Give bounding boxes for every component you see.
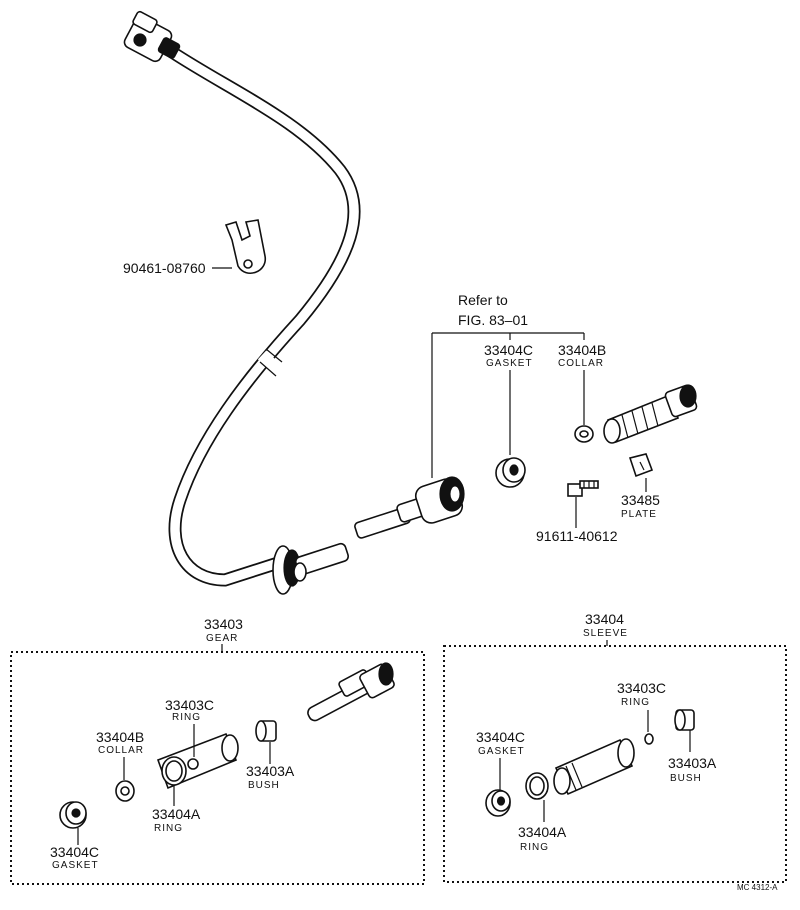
sleeve-gasket-part	[485, 789, 511, 817]
gear-collar-number: 33404B	[96, 729, 144, 745]
sleeve-ring-c-number: 33403C	[617, 680, 666, 696]
sleeve-ring-a-number: 33404A	[518, 824, 567, 840]
drawing-code: MC 4312-A	[737, 883, 778, 892]
gear-group-number: 33403	[204, 616, 243, 632]
sleeve-ring-c-part	[644, 733, 654, 745]
gear-ring-a-number: 33404A	[152, 806, 201, 822]
gasket-top-part	[495, 457, 526, 488]
refer-line1: Refer to	[458, 292, 508, 308]
collar-top-part	[574, 425, 594, 443]
meter-end-connector	[123, 10, 181, 63]
gear-gasket-name: GASKET	[52, 860, 99, 871]
gear-group-box	[10, 651, 425, 885]
refer-bracket	[431, 332, 585, 478]
bolt-number: 91611-40612	[536, 528, 618, 544]
clamp-part-number: 90461-08760	[123, 260, 206, 276]
inner-shaft	[354, 476, 465, 539]
sleeve-bush-part	[674, 709, 695, 731]
plate-number: 33485	[621, 492, 660, 508]
bolt-part	[567, 480, 599, 497]
sleeve-bush-name: BUSH	[670, 773, 702, 784]
gear-ring-c-part	[187, 758, 199, 770]
gear-ring-c-number: 33403C	[165, 697, 214, 713]
sleeve-gasket-number: 33404C	[476, 729, 525, 745]
plate-name: PLATE	[621, 509, 657, 520]
plate-part	[628, 453, 654, 478]
collar-top-name: COLLAR	[558, 358, 604, 369]
sleeve-group-name: SLEEVE	[583, 628, 628, 639]
gear-bush-name: BUSH	[248, 780, 280, 791]
gear-collar-part	[115, 780, 135, 802]
sleeve-ring-a-part	[525, 772, 549, 800]
sleeve-group-box	[443, 645, 787, 883]
gear-bush-number: 33403A	[246, 763, 295, 779]
sleeve-bush-number: 33403A	[668, 755, 717, 771]
gear-ring-a-part	[161, 756, 187, 786]
sleeve-group-number: 33404	[585, 611, 624, 627]
refer-line2: FIG. 83–01	[458, 312, 528, 328]
sleeve-ring-a-name: RING	[520, 842, 549, 853]
gasket-top-name: GASKET	[486, 358, 533, 369]
gear-ring-a-name: RING	[154, 823, 183, 834]
gear-gasket-number: 33404C	[50, 844, 99, 860]
sleeve-body-part	[553, 738, 635, 796]
gear-shaft-part	[307, 662, 395, 722]
clamp-part	[212, 219, 266, 275]
gear-bush-part	[255, 720, 277, 742]
gear-ring-c-name: RING	[172, 712, 201, 723]
gear-collar-name: COLLAR	[98, 745, 144, 756]
sleeve-ring-c-name: RING	[621, 697, 650, 708]
cable-end-fitting	[272, 542, 350, 595]
gasket-top-number: 33404C	[484, 342, 533, 358]
gear-group-name: GEAR	[206, 633, 238, 644]
speedometer-cable	[165, 45, 361, 587]
sleeve-top-part	[603, 384, 698, 444]
sleeve-gasket-name: GASKET	[478, 746, 525, 757]
gear-gasket-part	[59, 801, 87, 829]
collar-top-number: 33404B	[558, 342, 606, 358]
